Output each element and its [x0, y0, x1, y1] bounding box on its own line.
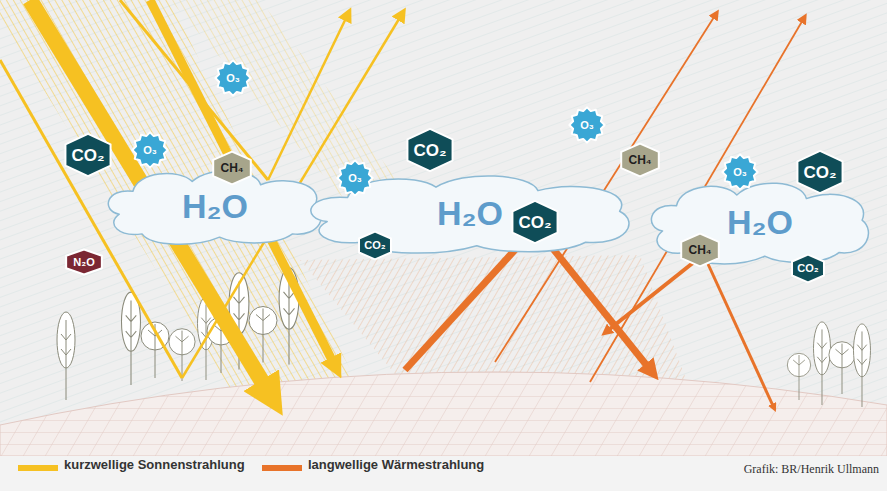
methane-molecule: CH₄ — [212, 151, 252, 185]
water-vapour-cloud: H₂OCO₂ — [644, 177, 876, 267]
formula-label: CO₂ — [413, 142, 446, 159]
formula-label: CH₄ — [628, 154, 651, 166]
formula-label: O₃ — [733, 167, 747, 178]
methane-molecule: CH₄ — [680, 233, 720, 267]
co2-molecule: CO₂ — [406, 128, 454, 172]
ozone-molecule: O₃ — [337, 160, 373, 196]
formula-label: O₃ — [226, 73, 240, 84]
formula-label: CO₂ — [364, 240, 385, 251]
co2-molecule: CO₂ — [796, 150, 844, 194]
methane-molecule: CH₄ — [620, 143, 660, 177]
legend-swatch — [262, 465, 302, 471]
co2-molecule: CO₂ — [358, 231, 392, 260]
formula-label: O₃ — [580, 120, 594, 131]
formula-label: H₂O — [437, 196, 503, 230]
ozone-molecule: O₃ — [569, 107, 605, 143]
legend-swatch — [18, 465, 58, 471]
formula-label: H₂O — [727, 205, 793, 239]
co2-molecule: CO₂ — [791, 254, 825, 283]
nitrous-oxide-molecule: N₂O — [65, 249, 103, 275]
formula-label: H₂O — [182, 189, 248, 223]
formula-label: CO₂ — [518, 214, 551, 231]
formula-label: N₂O — [73, 257, 94, 268]
ozone-molecule: O₃ — [722, 154, 758, 190]
formula-label: O₃ — [143, 145, 157, 156]
legend-text: langwellige Wärmestrahlung — [308, 457, 484, 472]
formula-label: O₃ — [348, 173, 362, 184]
formula-label: CO₂ — [71, 147, 104, 164]
co2-molecule: CO₂ — [64, 133, 112, 177]
legend-text: kurzwellige Sonnenstrahlung — [64, 457, 245, 472]
ozone-molecule: O₃ — [132, 132, 168, 168]
formula-label: CH₄ — [688, 244, 711, 256]
formula-label: CO₂ — [797, 263, 818, 274]
co2-molecule: CO₂ — [511, 200, 559, 244]
formula-label: CH₄ — [220, 162, 243, 174]
formula-label: CO₂ — [803, 164, 836, 181]
ozone-molecule: O₃ — [215, 60, 251, 96]
credit-note: Grafik: BR/Henrik Ullmann — [744, 462, 879, 477]
